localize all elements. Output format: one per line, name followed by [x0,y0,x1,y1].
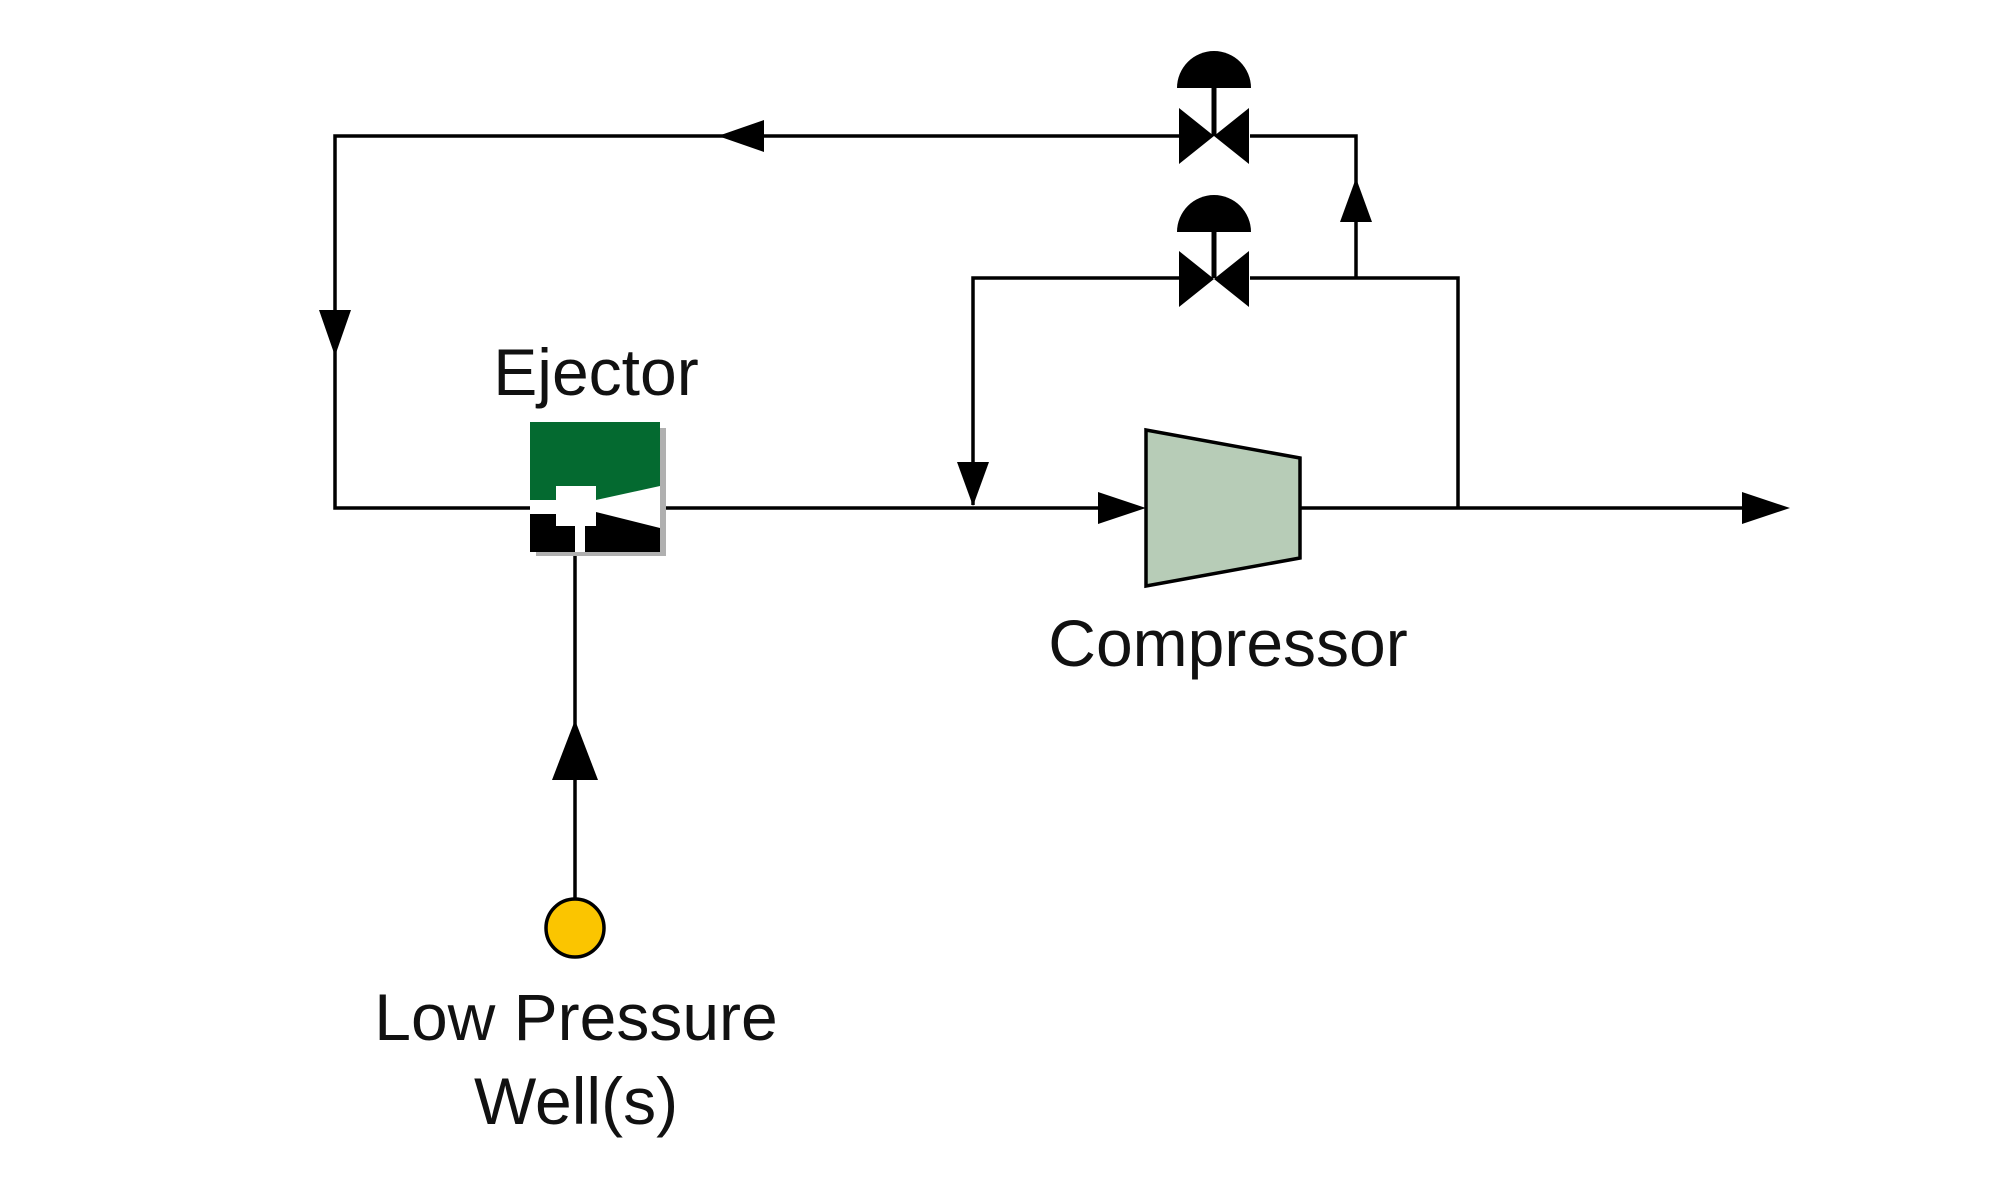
flow-arrow-top-left [718,120,764,152]
source-label-line2: Well(s) [474,1064,678,1138]
control-valve-middle[interactable] [1177,195,1251,307]
flow-arrow-riser-up [1340,178,1372,222]
flow-arrow-bypass-down [957,462,989,506]
flow-arrow-discharge [1742,492,1790,524]
low-pressure-well-icon[interactable] [544,897,606,959]
ejector-upper-block [530,422,660,500]
control-valve-top[interactable] [1177,51,1251,164]
compressor-label: Compressor [1048,606,1407,680]
valve-actuator-icon [1177,195,1251,232]
bypass-line [1250,276,1460,508]
recycle-line-top [333,134,1183,510]
valve-body-icon [1179,251,1214,307]
valve-body-icon [1214,108,1249,164]
valve-actuator-icon [1177,51,1251,88]
valve-body-icon [1179,108,1214,164]
source-label-line1: Low Pressure [374,980,778,1054]
ejector-nozzle-block [585,512,660,552]
flow-arrow-left-down [319,310,351,356]
compressor[interactable] [1144,427,1302,589]
bypass-line-left [971,276,1183,505]
ejector-label: Ejector [493,335,698,409]
ejector[interactable] [530,422,666,556]
ejector-lower-block [530,514,575,552]
flow-arrow-well-up [552,720,598,780]
valve-body-icon [1214,251,1249,307]
recycle-riser [1250,134,1358,278]
flow-arrow-compressor-inlet [1098,492,1146,524]
